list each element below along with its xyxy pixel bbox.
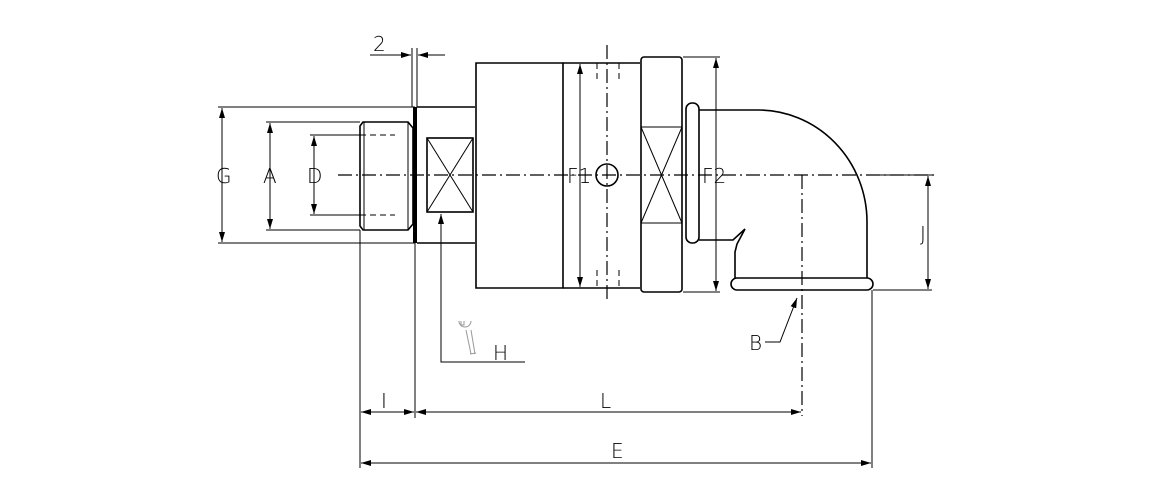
label-a: A [263,164,277,188]
label-f2: F2 [702,164,726,188]
bottom-extension-lines [359,230,873,468]
label-d: D [307,164,322,188]
shaft-hex-flats [426,137,474,213]
shaft [417,106,475,244]
port-circle [595,163,619,187]
hex-nut [640,56,683,293]
left-extension-lines [218,106,415,244]
seal-ring [413,107,417,243]
housing-ring [563,62,640,289]
elbow-inner-wall [699,228,746,278]
label-e: E [611,439,624,463]
outlet-flange [730,277,874,291]
label-l: L [600,389,611,413]
elbow-flange [685,102,700,244]
label-f1: F1 [567,164,591,188]
label-b: B [749,331,762,355]
wrench-icon [458,320,477,355]
elbow-outer-wall [699,109,868,278]
label-h: H [493,341,508,365]
label-i: I [381,389,387,413]
label-g: G [216,164,232,188]
f2-extension-lines [683,56,720,293]
label-j: J [920,222,926,246]
label-gap: 2 [373,32,386,56]
h-leader [438,214,525,363]
threaded-inlet [359,121,414,231]
b-leader [765,297,798,343]
